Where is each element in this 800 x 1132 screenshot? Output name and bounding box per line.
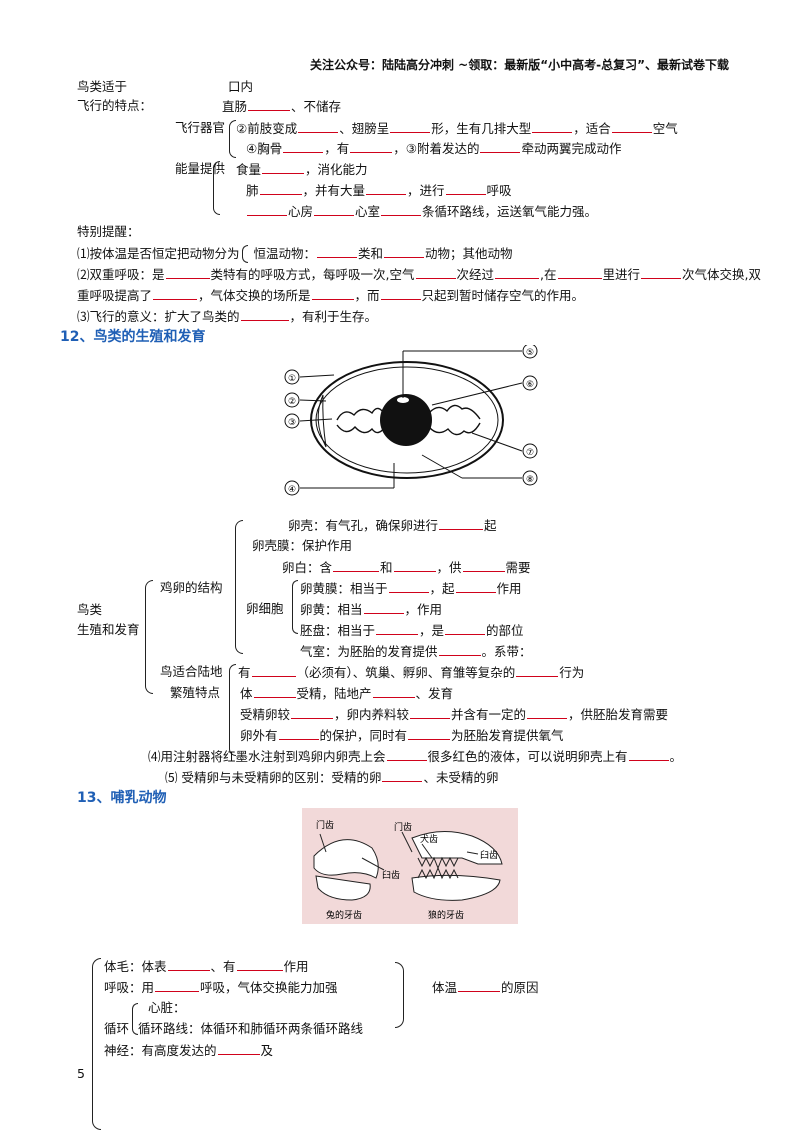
egg-label-1: ① — [288, 374, 296, 384]
organ-brace — [229, 120, 236, 158]
tip-2: ⑵双重呼吸：是类特有的呼吸方式，每呼吸一次,空气次经过,在里进行次气体交换,双 — [77, 267, 761, 282]
label-canine: 犬齿 — [420, 833, 438, 845]
repro-brace — [145, 580, 153, 694]
circ-label: 循环 — [104, 1021, 130, 1036]
air-line: 气室：为胚胎的发育提供。系带： — [300, 644, 532, 659]
yolk-membrane-line: 卵黄膜：相当于，起作用 — [300, 581, 522, 596]
egg-label-3: ③ — [288, 418, 296, 428]
adapt-line-1: 有（必须有）、筑巢、孵卵、育雏等复杂的行为 — [238, 665, 585, 680]
tip-1-brace — [242, 245, 248, 263]
adapt-label-1: 鸟适合陆地 — [160, 664, 223, 679]
adapt-line-3: 受精卵较，卵内养料较并含有一定的，供胚胎发育需要 — [240, 707, 669, 722]
hair-line: 体毛：体表、有作用 — [104, 959, 309, 974]
caption-rabbit: 兔的牙齿 — [326, 909, 362, 921]
tips-title: 特别提醒： — [77, 224, 140, 239]
circ-line: 循环路线：体循环和肺循环两条循环路线 — [138, 1021, 364, 1036]
egg-cell-label: 卵细胞 — [246, 601, 284, 616]
section-12-title: 12、鸟类的生殖和发育 — [60, 329, 206, 345]
membrane-line: 卵壳膜：保护作用 — [252, 538, 353, 553]
adapt-label-2: 繁殖特点 — [170, 685, 221, 700]
repro-left-2: 生殖和发育 — [77, 622, 140, 637]
adapt-brace — [229, 664, 236, 756]
bird-title-1: 鸟类适于 — [77, 79, 128, 94]
label-molar-left: 臼齿 — [382, 869, 400, 881]
egg-label-8: ⑧ — [526, 475, 534, 485]
energy-line-3: 心房心室条循环路线，运送氧气能力强。 — [246, 203, 597, 220]
breath-line: 呼吸：用呼吸，气体交换能力加强 — [104, 980, 338, 995]
egg-cell-brace — [292, 580, 298, 634]
temp-line: 体温的原因 — [432, 980, 539, 995]
disc-line: 胚盘：相当于，是的部位 — [300, 623, 524, 638]
shell-line: 卵壳：有气孔，确保卵进行起 — [288, 518, 497, 533]
tip-1: ⑴按体温是否恒定把动物分为恒温动物：类和动物；其他动物 — [77, 246, 513, 261]
section-13-title: 13、哺乳动物 — [77, 790, 167, 806]
caption-dog: 狼的牙齿 — [428, 909, 464, 921]
teeth-figure: 门齿 门齿 犬齿 臼齿 臼齿 兔的牙齿 狼的牙齿 — [302, 808, 518, 924]
page-number: 5 — [77, 1066, 85, 1081]
organ-label: 飞行器官 — [175, 120, 226, 135]
egg-structure-label: 鸡卵的结构 — [160, 580, 223, 595]
question-4: ⑷用注射器将红墨水注射到鸡卵内卵壳上会很多红色的液体，可以说明卵壳上有。 — [148, 749, 683, 764]
white-line: 卵白：含和，供需要 — [282, 560, 531, 575]
mammal-brace — [92, 958, 101, 1130]
egg-structure-brace — [235, 520, 243, 654]
nerve-line: 神经：有高度发达的及 — [104, 1043, 274, 1058]
bird-title-2: 飞行的特点： — [77, 98, 153, 113]
energy-line-1: 食量，消化能力 — [236, 162, 368, 177]
heart-line: 心脏： — [148, 1000, 186, 1015]
circ-brace — [132, 1003, 138, 1035]
page-header: 关注公众号：陆陆高分冲刺 ~领取：最新版“小中高考-总复习”、最新试卷下载 — [310, 58, 729, 72]
egg-diagram: ① ② ③ ④ ⑤ ⑥ ⑦ ⑧ — [284, 345, 538, 496]
egg-label-7: ⑦ — [526, 448, 534, 458]
energy-line-2: 肺，并有大量，进行呼吸 — [246, 183, 512, 198]
organ-line-2: ④胸骨，有，③附着发达的牵动两翼完成动作 — [246, 141, 622, 156]
organ-line-1: ②前肢变成、翅膀呈形，生有几排大型，适合空气 — [236, 121, 678, 136]
egg-label-5: ⑤ — [526, 348, 534, 358]
rectum-line: 直肠、不储存 — [222, 99, 342, 114]
label-incisor-right: 门齿 — [394, 821, 412, 833]
egg-label-6: ⑥ — [526, 380, 534, 390]
label-molar-right: 臼齿 — [480, 849, 498, 861]
egg-label-2: ② — [288, 397, 296, 407]
repro-left-1: 鸟类 — [77, 602, 103, 617]
egg-label-4: ④ — [288, 485, 296, 495]
tip-3: 重呼吸提高了，气体交换的场所是，而只起到暂时储存空气的作用。 — [77, 288, 585, 303]
mouth-text: 口内 — [228, 79, 254, 94]
question-5: ⑸ 受精卵与未受精卵的区别：受精的卵、未受精的卵 — [165, 770, 499, 785]
adapt-line-2: 体受精，陆地产、发育 — [240, 686, 454, 701]
temp-brace — [395, 962, 404, 1028]
tip-4: ⑶飞行的意义：扩大了鸟类的，有利于生存。 — [77, 309, 378, 324]
label-incisor-left: 门齿 — [316, 819, 334, 831]
energy-brace — [213, 161, 220, 215]
adapt-line-4: 卵外有的保护，同时有为胚胎发育提供氧气 — [240, 728, 564, 743]
yolk-line: 卵黄：相当，作用 — [300, 602, 443, 617]
